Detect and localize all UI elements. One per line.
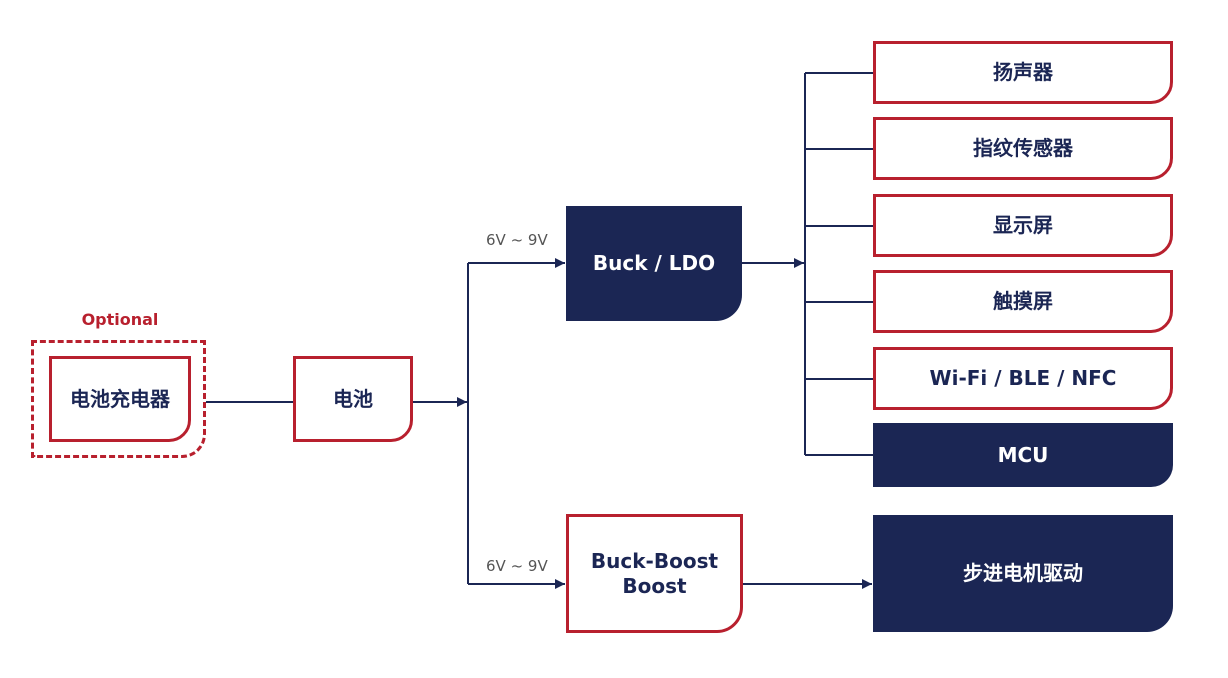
battery-charger-box: 电池充电器	[49, 356, 191, 442]
motor-driver-box: 步进电机驱动	[873, 515, 1173, 632]
load-speaker-label: 扬声器	[993, 60, 1053, 84]
motor-driver-label: 步进电机驱动	[963, 561, 1083, 585]
load-touch-box: 触摸屏	[873, 270, 1173, 333]
load-wireless-box: Wi-Fi / BLE / NFC	[873, 347, 1173, 410]
battery-box: 电池	[293, 356, 413, 442]
buck-ldo-box: Buck / LDO	[566, 206, 742, 321]
upper-voltage-label: 6V ~ 9V	[486, 231, 548, 249]
buck-boost-box: Buck-Boost Boost	[566, 514, 743, 633]
load-fingerprint-label: 指纹传感器	[973, 136, 1073, 160]
buck-boost-line2: Boost	[622, 573, 687, 598]
load-touch-label: 触摸屏	[993, 289, 1053, 313]
buck-boost-line1: Buck-Boost	[590, 548, 719, 573]
load-wireless-label: Wi-Fi / BLE / NFC	[929, 366, 1117, 390]
battery-label: 电池	[333, 386, 373, 411]
load-display-label: 显示屏	[993, 213, 1053, 237]
optional-label: Optional	[81, 310, 159, 329]
load-speaker-box: 扬声器	[873, 41, 1173, 104]
battery-charger-label: 电池充电器	[70, 386, 170, 411]
buck-ldo-label: Buck / LDO	[592, 251, 716, 275]
load-mcu-label: MCU	[997, 442, 1049, 467]
load-fingerprint-box: 指纹传感器	[873, 117, 1173, 180]
optional-charger-frame	[31, 340, 206, 458]
lower-voltage-label: 6V ~ 9V	[486, 557, 548, 575]
load-mcu-box: MCU	[873, 423, 1173, 487]
load-display-box: 显示屏	[873, 194, 1173, 257]
